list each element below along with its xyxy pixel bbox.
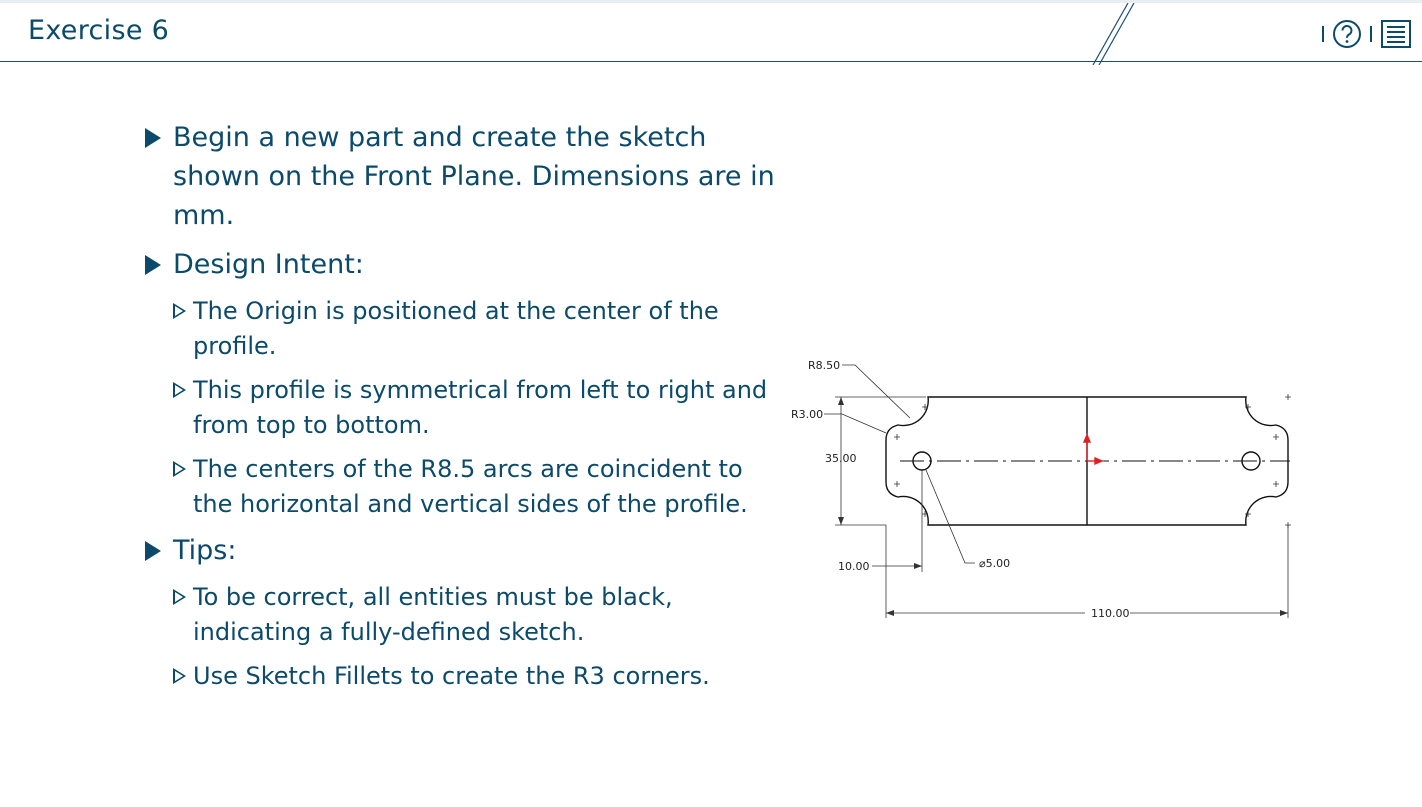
sketch-drawing: R8.50 R3.00 35.00 10.00 ⌀5.00 110.00 [791,359,1291,620]
sub-bullet-arrow-icon [173,668,186,684]
bullet-item: Begin a new part and create the sketch s… [145,118,785,235]
sketch-profile [885,396,1289,526]
sub-bullet-text: This profile is symmetrical from left to… [193,376,768,439]
header-slash-decoration [1092,3,1135,65]
slide-body: Begin a new part and create the sketch s… [145,118,785,703]
dim-length-label: 110.00 [1091,607,1130,620]
bullet-arrow-icon [145,128,161,148]
sub-bullet-item: To be correct, all entities must be blac… [145,580,785,650]
dim-offset-label: 10.00 [838,560,870,573]
slide-title: Exercise 6 [28,15,170,46]
menu-list-icon[interactable] [1380,19,1412,49]
slide-header: Exercise 6 [0,0,1422,65]
sub-bullet-item: The centers of the R8.5 arcs are coincid… [145,452,785,522]
sub-bullet-arrow-icon [173,461,186,477]
bullet-item: Tips: [145,531,785,570]
toolbar-divider [1322,26,1324,42]
dim-hole-label: ⌀5.00 [979,557,1010,570]
bullet-text: Design Intent: [173,249,364,280]
bullet-text: Begin a new part and create the sketch s… [173,122,775,231]
dim-r300-label: R3.00 [791,408,823,421]
dim-height-label: 35.00 [825,452,857,465]
sub-bullet-text: To be correct, all entities must be blac… [193,583,673,646]
sub-bullet-arrow-icon [173,303,186,319]
sub-bullet-arrow-icon [173,589,186,605]
sub-bullet-text: The Origin is positioned at the center o… [193,297,719,360]
sub-bullet-text: Use Sketch Fillets to create the R3 corn… [193,662,710,690]
toolbar-divider [1370,26,1372,42]
sub-bullet-item: This profile is symmetrical from left to… [145,373,785,443]
dim-r850-label: R8.50 [808,359,840,372]
sub-bullet-text: The centers of the R8.5 arcs are coincid… [193,455,748,518]
sub-bullet-item: Use Sketch Fillets to create the R3 corn… [145,659,785,694]
header-toolbar [1322,19,1412,49]
origin-icon [1082,433,1104,466]
sub-bullet-item: The Origin is positioned at the center o… [145,294,785,364]
bullet-arrow-icon [145,255,161,275]
sub-bullet-arrow-icon [173,382,186,398]
bullet-arrow-icon [145,541,161,561]
bullet-text: Tips: [173,535,237,566]
help-icon[interactable] [1332,19,1362,49]
bullet-item: Design Intent: [145,245,785,284]
